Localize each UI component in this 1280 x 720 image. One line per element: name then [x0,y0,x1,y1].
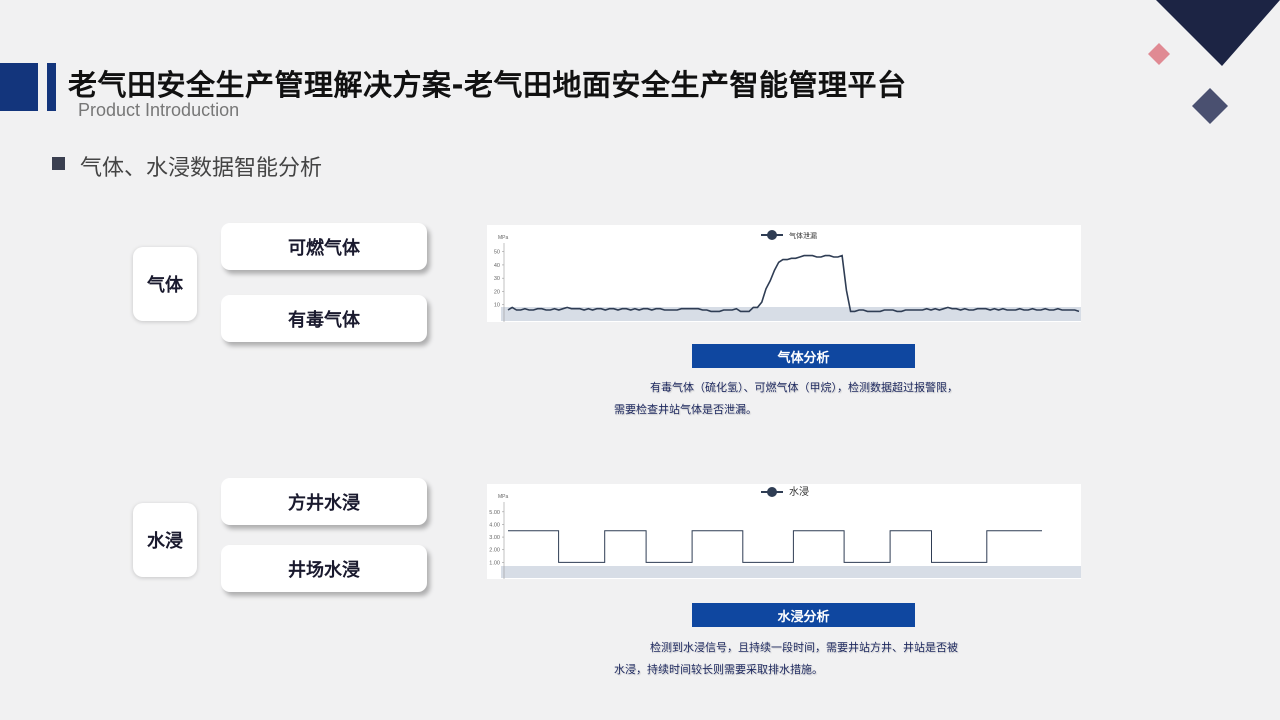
item-well-site-water[interactable]: 井场水浸 [221,545,427,592]
y-tick-label: 40 [494,263,500,269]
section-bullet-icon [52,157,65,170]
legend-marker [767,487,777,497]
y-tick-label: 3.00 [489,535,500,541]
y-tick-label: 2.00 [489,548,500,554]
y-tick-label: 20 [494,289,500,295]
water-analysis-label: 水浸分析 [692,603,915,627]
y-axis-label: MPa [498,494,509,500]
series-line-气体泄漏 [507,254,1080,313]
gas-chart-panel: MPa 50 40 30 20 10 气体泄漏 [487,225,1081,322]
gas-chart: MPa 50 40 30 20 10 气体泄漏 [494,230,1081,322]
y-axis-label: MPa [498,235,509,241]
category-gas: 气体 [133,247,197,321]
title-accent-bar [0,63,38,111]
dark-diamond-decoration [1192,88,1228,124]
y-tick-label: 4.00 [489,522,500,528]
section-title: 气体、水浸数据智能分析 [80,156,323,181]
y-tick-label: 5.00 [489,510,500,516]
y-tick-label: 10 [494,303,500,309]
category-water: 水浸 [133,503,197,577]
page-subtitle: Product Introduction [78,100,240,120]
gas-description: 有毒气体（硫化氢）、可燃气体（甲烷），检测数据超过报警限，需要检查井站气体是否泄… [614,381,958,416]
gas-analysis-label: 气体分析 [692,344,915,368]
legend-label: 气体泄漏 [789,231,817,240]
water-chart: MPa 5.00 4.00 3.00 2.00 1.00 水浸 [489,486,1081,579]
water-chart-panel: MPa 5.00 4.00 3.00 2.00 1.00 水浸 [487,484,1081,579]
y-tick-label: 1.00 [489,560,500,566]
title-accent-bar-thin [47,63,56,111]
item-combustible-gas[interactable]: 可燃气体 [221,223,427,270]
item-toxic-gas[interactable]: 有毒气体 [221,295,427,342]
y-tick-label: 50 [494,250,500,256]
y-tick-label: 30 [494,276,500,282]
pink-diamond-decoration [1148,43,1170,65]
legend-marker [767,230,777,240]
water-description: 检测到水浸信号，且持续一段时间，需要井站方井、井站是否被水浸，持续时间较长则需要… [614,641,958,676]
zoom-slider-band [501,566,1081,578]
page-title: 老气田安全生产管理解决方案-老气田地面安全生产智能管理平台 [68,68,907,102]
zoom-slider-band [501,307,1081,321]
corner-triangle-decoration [1156,0,1280,66]
series-line-水浸 [508,530,1042,563]
item-well-cellar-water[interactable]: 方井水浸 [221,478,427,525]
legend-label: 水浸 [789,486,809,498]
